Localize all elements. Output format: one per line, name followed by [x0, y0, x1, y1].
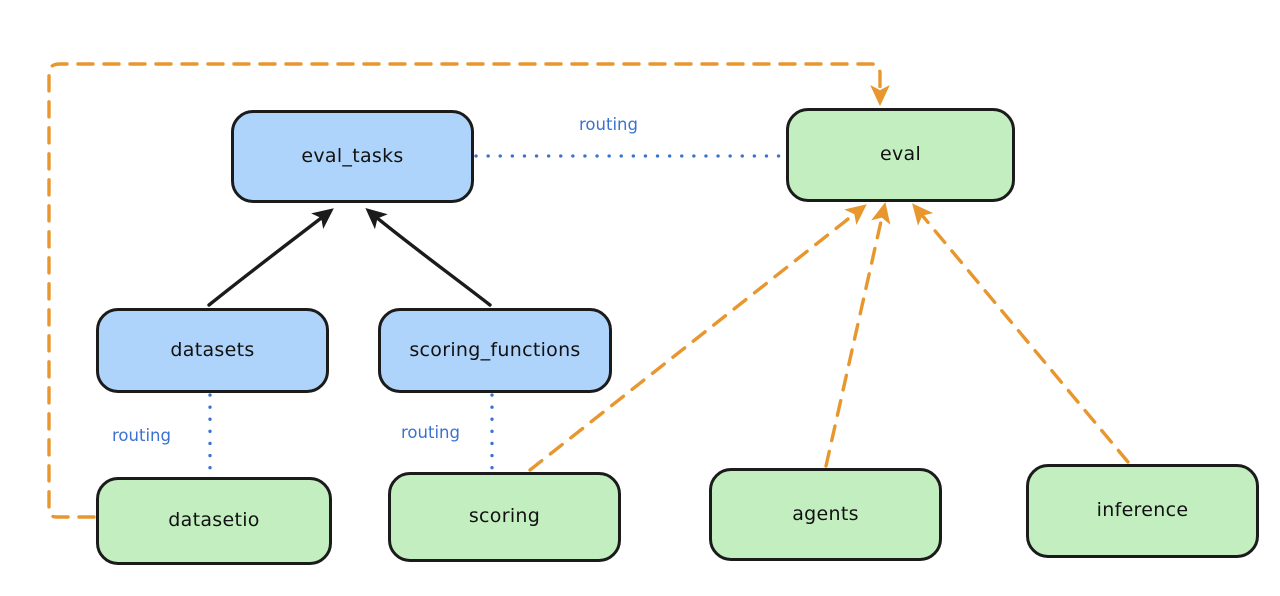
node-datasets[interactable]: datasets [96, 308, 329, 393]
edge-inference-to-eval [912, 203, 1130, 464]
edge-scoring-to-eval [528, 204, 867, 472]
edge-agents-to-eval [824, 202, 891, 468]
node-agents[interactable]: agents [709, 468, 942, 561]
node-label-datasets: datasets [170, 338, 255, 361]
node-datasetio[interactable]: datasetio [96, 477, 332, 565]
edge-datasets-to-eval-tasks [207, 208, 334, 307]
edge-label-routing-scoring-functions: routing [401, 423, 460, 442]
node-label-inference: inference [1096, 499, 1189, 521]
node-label-scoring: scoring [468, 505, 541, 527]
node-scoring-functions[interactable]: scoring_functions [378, 308, 612, 393]
node-label-datasetio: datasetio [168, 509, 260, 531]
node-eval[interactable]: eval [786, 108, 1015, 202]
edge-label-routing-datasets: routing [112, 426, 171, 445]
node-label-eval-tasks: eval_tasks [301, 144, 404, 167]
node-label-eval: eval [879, 143, 922, 165]
node-scoring[interactable]: scoring [388, 472, 621, 562]
node-label-agents: agents [792, 502, 859, 525]
node-eval-tasks[interactable]: eval_tasks [231, 110, 474, 203]
edge-datasetio-to-eval [47, 62, 890, 519]
edge-scoring-functions-to-eval-tasks [365, 208, 492, 307]
node-inference[interactable]: inference [1026, 464, 1259, 558]
edge-label-routing-eval-tasks: routing [579, 115, 638, 134]
node-label-scoring-functions: scoring_functions [409, 338, 581, 361]
